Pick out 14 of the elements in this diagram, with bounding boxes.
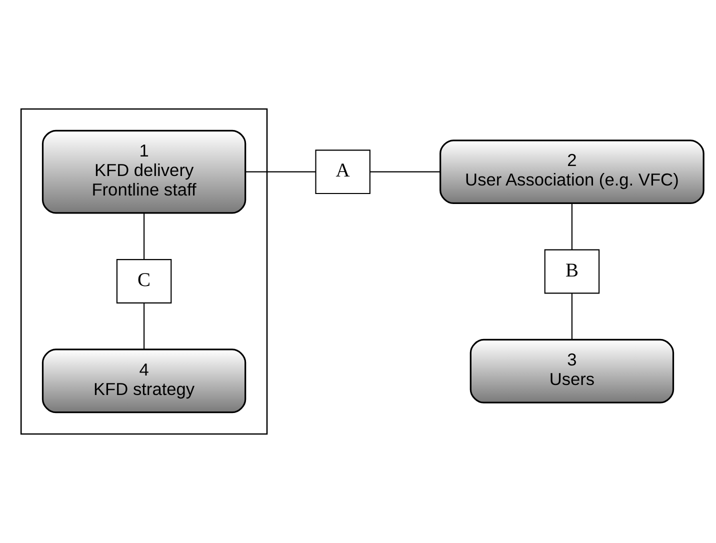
connector <box>370 171 440 172</box>
node-box: 3 Users <box>470 338 674 404</box>
node-box: A <box>315 150 370 194</box>
node-box: B <box>544 249 600 294</box>
node-box: 1 KFD delivery Frontline staff <box>42 130 246 214</box>
connector <box>245 171 316 172</box>
connector <box>571 203 572 250</box>
node-box: C <box>116 259 172 304</box>
connector <box>144 303 145 350</box>
connector <box>571 293 572 340</box>
node-box: 2 User Association (e.g. VFC) <box>440 140 704 204</box>
cluster <box>20 108 268 435</box>
node-box: 4 KFD strategy <box>42 348 246 414</box>
connector <box>144 213 145 260</box>
